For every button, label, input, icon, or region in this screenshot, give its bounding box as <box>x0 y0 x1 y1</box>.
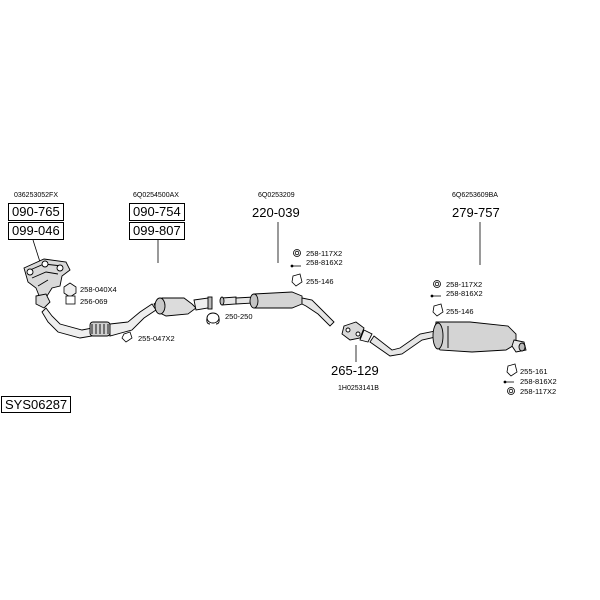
fitting-label[interactable]: 258-816X2 <box>520 377 557 386</box>
fitting-label[interactable]: 258-117X2 <box>306 249 343 258</box>
part-number-middle[interactable]: 220-039 <box>252 205 300 220</box>
clamp-ring-icon-end <box>507 387 515 395</box>
fitting-label[interactable]: 258-117X2 <box>520 387 557 396</box>
fitting-label[interactable]: 255-161 <box>520 367 548 376</box>
fitting-label[interactable]: 258-117X2 <box>446 280 483 289</box>
rubber-mount-icon-end <box>506 363 518 377</box>
fitting-label[interactable]: 255-146 <box>446 307 474 316</box>
fitting-label[interactable]: 256-069 <box>80 297 108 306</box>
fitting-label[interactable]: 255-047X2 <box>138 334 175 343</box>
part-number-box[interactable]: 099-807 <box>129 222 185 240</box>
fitting-label[interactable]: 258-816X2 <box>446 289 483 298</box>
clamp-ring-icon <box>293 249 301 257</box>
system-code: SYS06287 <box>1 396 72 413</box>
fitting-label[interactable]: 258-040X4 <box>80 285 117 294</box>
leader-line-manifold <box>32 239 41 263</box>
oem-number-manifold: 036253052FX <box>14 192 58 199</box>
pipe-clamp <box>341 321 373 343</box>
front-pipe <box>41 303 157 339</box>
clamp-ring-icon-rear <box>433 280 441 288</box>
fitting-label[interactable]: 255-146 <box>306 277 334 286</box>
middle-silencer <box>219 291 335 327</box>
part-number-clamp[interactable]: 265-129 <box>331 363 379 378</box>
part-number-rear[interactable]: 279-757 <box>452 205 500 220</box>
oem-number-clamp: 1H0253141B <box>338 385 379 392</box>
catalytic-converter <box>153 296 213 317</box>
nut-icon <box>63 282 77 298</box>
part-number-box[interactable]: 090-765 <box>8 203 64 221</box>
rubber-mount-icon-rear <box>432 303 444 317</box>
flange-clamp-icon <box>206 312 220 325</box>
rear-silencer <box>369 321 527 357</box>
rubber-mount-icon <box>121 331 133 343</box>
part-number-box[interactable]: 090-754 <box>129 203 185 221</box>
oem-number-cat: 6Q0254500AX <box>133 192 179 199</box>
gasket-icon <box>65 295 76 305</box>
part-number-box[interactable]: 099-046 <box>8 222 64 240</box>
fitting-label[interactable]: 250-250 <box>225 312 253 321</box>
oem-number-middle: 6Q0253209 <box>258 192 295 199</box>
fitting-label[interactable]: 258-816X2 <box>306 258 343 267</box>
oem-number-rear: 6Q6253609BA <box>452 192 498 199</box>
rubber-mount-icon-middle <box>291 273 303 287</box>
exhaust-manifold <box>23 258 71 309</box>
